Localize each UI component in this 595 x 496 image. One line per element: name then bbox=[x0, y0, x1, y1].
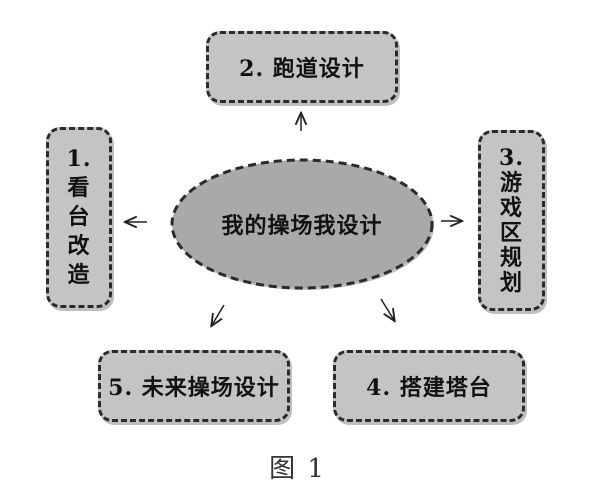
node-play-area-line: 规 bbox=[499, 244, 523, 271]
figure-caption: 图 1 bbox=[269, 454, 326, 484]
node-stands-renovation: 1. 看 台 改 造 bbox=[46, 127, 112, 308]
node-play-area-line: 戏 bbox=[499, 194, 523, 221]
node-future-playground: 5. 未来操场设计 bbox=[98, 350, 290, 422]
node-runway-design-label: 2. 跑道设计 bbox=[239, 56, 365, 82]
node-stands-line: 看 bbox=[67, 175, 91, 201]
node-play-area-line: 区 bbox=[499, 219, 523, 246]
node-play-area-line: 游 bbox=[499, 169, 523, 196]
center-topic-label: 我的操场我设计 bbox=[221, 213, 383, 239]
node-build-tower-label: 4. 搭建塔台 bbox=[366, 375, 492, 401]
node-stands-line: 台 bbox=[67, 204, 91, 230]
arrow-to-bottom-right bbox=[380, 298, 394, 320]
node-stands-line: 造 bbox=[67, 262, 91, 288]
center-ellipse bbox=[170, 158, 434, 290]
node-stands-line: 1. bbox=[66, 146, 92, 172]
node-runway-design: 2. 跑道设计 bbox=[206, 31, 398, 103]
node-play-area-planning: 3. 游 戏 区 规 划 bbox=[478, 130, 545, 311]
node-play-area-line: 划 bbox=[499, 269, 523, 296]
node-stands-line: 改 bbox=[67, 233, 91, 259]
node-build-tower: 4. 搭建塔台 bbox=[333, 350, 525, 422]
node-future-playground-label: 5. 未来操场设计 bbox=[108, 375, 280, 401]
arrow-to-bottom-left bbox=[212, 304, 225, 325]
node-play-area-line: 3. bbox=[499, 144, 524, 171]
